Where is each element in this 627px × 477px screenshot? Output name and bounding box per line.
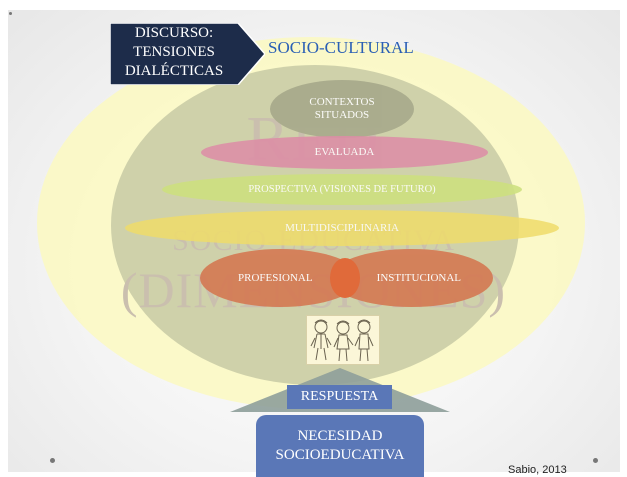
profesional-institucional-overlap (330, 258, 360, 298)
profesional-label: PROFESIONAL (238, 271, 313, 284)
discurso-badge-text: DISCURSO: TENSIONES DIALÉCTICAS (110, 24, 238, 81)
discurso-badge (110, 23, 265, 85)
contextos-label-line1: CONTEXTOS (309, 96, 375, 108)
respuesta-label: RESPUESTA (287, 385, 392, 409)
necesidad-socioeducativa-box: NECESIDAD SOCIOEDUCATIVA (256, 415, 424, 477)
contextos-label-line2: SITUADOS (314, 109, 370, 121)
badge-line2: TENSIONES (133, 44, 215, 60)
people-illustration (306, 315, 380, 365)
prospectiva-label: PROSPECTIVA (VISIONES DE FUTURO) (248, 184, 436, 195)
people-sketch-icon (310, 319, 374, 362)
prospectiva-ellipse: PROSPECTIVA (VISIONES DE FUTURO) (162, 174, 522, 205)
contextos-situados-ellipse: CONTEXTOS SITUADOS (270, 80, 414, 138)
slide-dot-left (50, 458, 55, 463)
badge-line3: DIALÉCTICAS (124, 63, 224, 79)
evaluada-ellipse: EVALUADA (201, 136, 488, 169)
slide-dot-right (593, 458, 598, 463)
multidisciplinaria-label: MULTIDISCIPLINARIA (285, 221, 399, 234)
necesidad-label-line2: SOCIOEDUCATIVA (275, 447, 405, 463)
corner-mark (9, 12, 12, 15)
credit-text: Sabio, 2013 (508, 464, 567, 476)
institucional-label: INSTITUCIONAL (376, 271, 461, 284)
multidisciplinaria-ellipse: MULTIDISCIPLINARIA (125, 210, 559, 246)
evaluada-label: EVALUADA (314, 146, 375, 158)
badge-line1: DISCURSO: (134, 25, 214, 41)
socio-cultural-label: SOCIO-CULTURAL (268, 38, 414, 57)
necesidad-label-line1: NECESIDAD (297, 428, 383, 444)
